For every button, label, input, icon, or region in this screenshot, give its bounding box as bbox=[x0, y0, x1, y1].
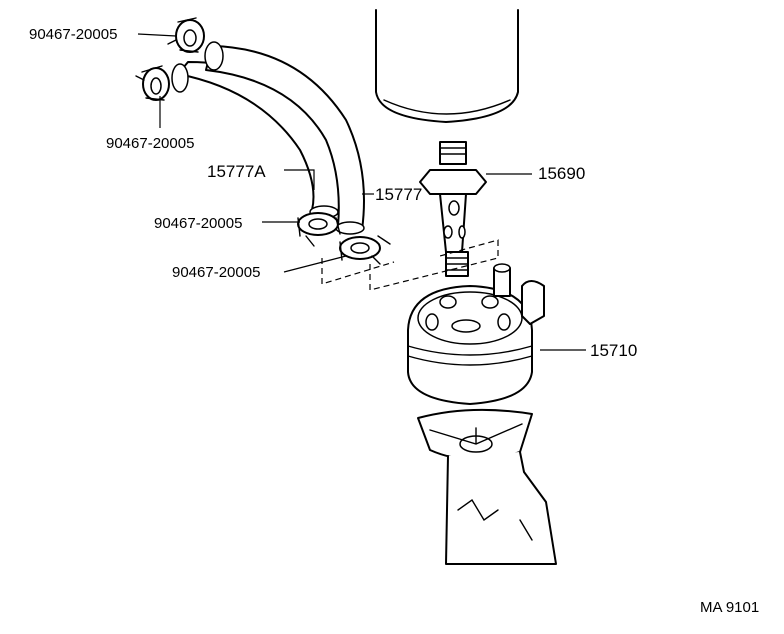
leader-clamp-top bbox=[137, 33, 177, 37]
dashed-guide-left bbox=[321, 258, 395, 285]
catalog-code: MA 9101 bbox=[700, 599, 759, 616]
leader-hose-a bbox=[284, 169, 315, 190]
clamp-top[interactable] bbox=[167, 17, 205, 53]
union-bolt[interactable] bbox=[419, 141, 487, 277]
engine-block bbox=[417, 408, 557, 565]
clamp-upper-left[interactable] bbox=[135, 65, 170, 101]
oil-filter bbox=[375, 9, 519, 123]
label-union-bolt: 15690 bbox=[538, 164, 585, 183]
label-clamp-upper-left: 90467-20005 bbox=[106, 135, 194, 152]
oil-cooler[interactable] bbox=[407, 263, 545, 405]
dashed-guide-right bbox=[369, 239, 499, 291]
label-hose: 15777 bbox=[375, 185, 422, 204]
label-clamp-top: 90467-20005 bbox=[29, 26, 117, 43]
clamp-mid[interactable] bbox=[297, 212, 341, 247]
clamp-low[interactable] bbox=[339, 235, 391, 265]
label-oil-cooler: 15710 bbox=[590, 341, 637, 360]
label-clamp-mid: 90467-20005 bbox=[154, 215, 242, 232]
leader-clamp-low bbox=[283, 255, 347, 273]
label-clamp-low: 90467-20005 bbox=[172, 264, 260, 281]
hose-15777[interactable] bbox=[204, 41, 365, 235]
label-hose-a: 15777A bbox=[207, 162, 266, 181]
